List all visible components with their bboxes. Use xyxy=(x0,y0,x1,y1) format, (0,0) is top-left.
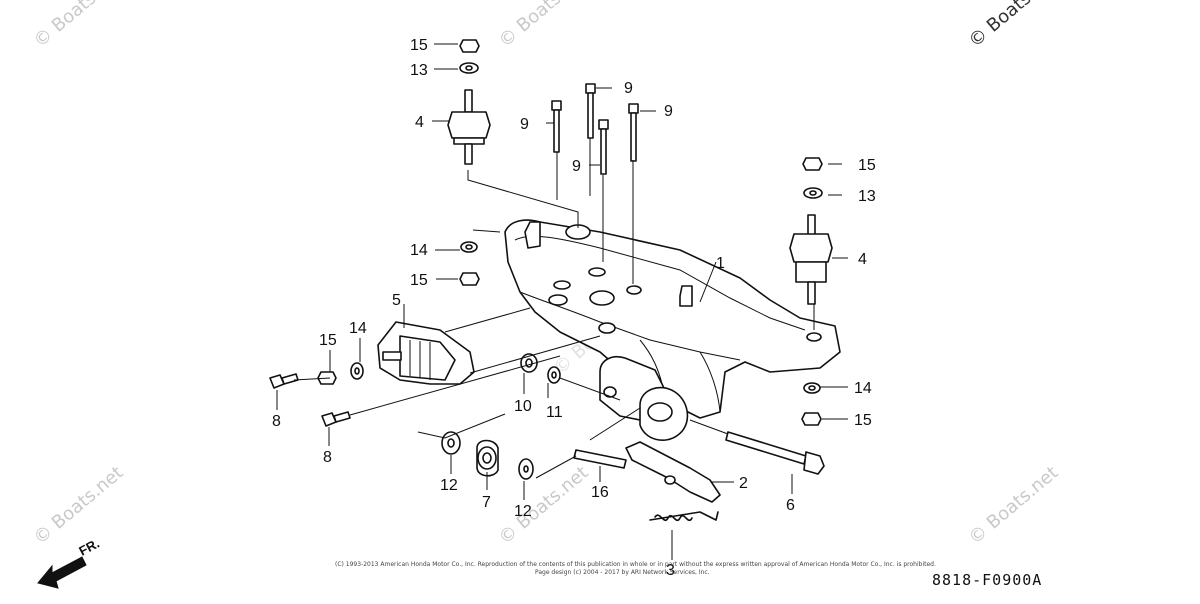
callout-8: 8 xyxy=(272,413,281,430)
nut-15-right xyxy=(801,412,822,426)
callout-15: 15 xyxy=(858,157,876,174)
pin-16 xyxy=(573,449,627,469)
watermark: © Boats xyxy=(965,0,1036,52)
lever-2 xyxy=(625,441,721,503)
watermark: © Boats.net xyxy=(965,462,1063,549)
washer-14-left xyxy=(460,241,478,253)
callout-8: 8 xyxy=(323,449,332,466)
callout-9: 9 xyxy=(624,80,633,97)
callout-12: 12 xyxy=(440,477,458,494)
watermark: © Boats.net xyxy=(30,0,128,52)
bolt-8-lower xyxy=(321,411,351,427)
rubber-mount-right xyxy=(789,214,833,305)
callout-15: 15 xyxy=(854,412,872,429)
callout-9: 9 xyxy=(572,158,581,175)
bolt-6 xyxy=(725,431,825,475)
washer-12-right xyxy=(518,458,534,480)
washer-14-right xyxy=(803,382,821,394)
callout-13: 13 xyxy=(410,62,428,79)
washer-14-small xyxy=(350,362,364,380)
diagram-number: 8818-F0900A xyxy=(932,571,1042,589)
callout-5: 5 xyxy=(392,292,401,309)
callout-15: 15 xyxy=(410,272,428,289)
front-label: FR. xyxy=(76,536,102,559)
bolts-9 xyxy=(551,83,639,175)
callout-15: 15 xyxy=(410,37,428,54)
callout-9: 9 xyxy=(520,116,529,133)
copyright-line-1: (C) 1993-2013 American Honda Motor Co., … xyxy=(335,561,936,568)
washer-11 xyxy=(547,366,561,384)
nut-15-left xyxy=(459,272,480,286)
callout-10: 10 xyxy=(514,398,532,415)
callout-14: 14 xyxy=(410,242,428,259)
nut-15-top-left xyxy=(459,39,480,53)
rubber-mount-left xyxy=(447,89,491,165)
spring-3 xyxy=(649,511,719,522)
callout-13: 13 xyxy=(858,188,876,205)
callout-3: 3 xyxy=(666,562,675,579)
callout-14: 14 xyxy=(349,320,367,337)
watermark: © Boats.net xyxy=(30,462,128,549)
callout-15: 15 xyxy=(319,332,337,349)
callout-1: 1 xyxy=(716,255,725,272)
copyright-notice: (C) 1993-2013 American Honda Motor Co., … xyxy=(335,561,936,576)
leader-lines xyxy=(276,43,848,560)
callout-12: 12 xyxy=(514,503,532,520)
callout-2: 2 xyxy=(739,475,748,492)
bushing-7 xyxy=(476,439,499,477)
callout-labels: 15 13 4 9 9 9 9 15 13 4 1 14 15 5 15 14 … xyxy=(272,37,876,579)
callout-4: 4 xyxy=(858,251,867,268)
callout-14: 14 xyxy=(854,380,872,397)
bracket-5 xyxy=(377,321,475,385)
copyright-line-2: Page design (c) 2004 - 2017 by ARI Netwo… xyxy=(535,569,710,576)
bolt-8-upper xyxy=(269,373,299,389)
callout-9: 9 xyxy=(664,103,673,120)
collar-10 xyxy=(520,353,538,373)
watermark: © Boats.net xyxy=(495,0,593,52)
washer-13-top-left xyxy=(459,62,479,74)
nut-15-top-right xyxy=(802,157,823,171)
callout-7: 7 xyxy=(482,494,491,511)
callout-6: 6 xyxy=(786,497,795,514)
callout-4: 4 xyxy=(415,114,424,131)
watermark: © Boats.net xyxy=(495,462,593,549)
callout-16: 16 xyxy=(591,484,609,501)
mount-frame xyxy=(504,219,841,441)
callout-11: 11 xyxy=(546,404,563,421)
washer-13-top-right xyxy=(803,187,823,199)
